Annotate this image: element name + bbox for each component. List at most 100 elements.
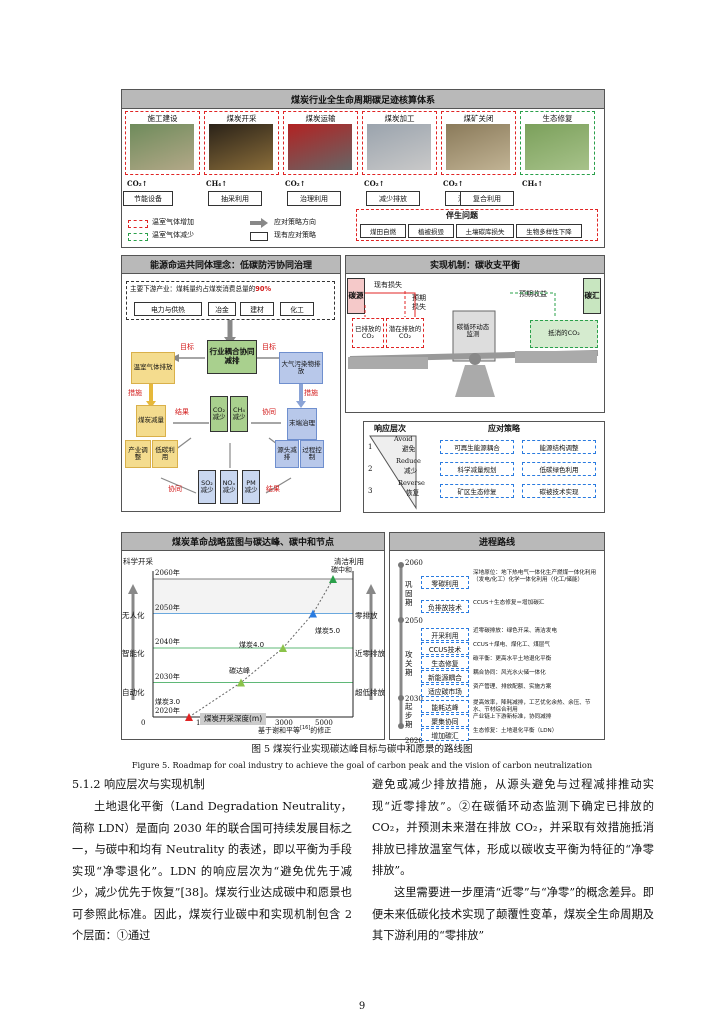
left-axis-arrowhead (128, 584, 138, 594)
left-axis-label: 无人化 (122, 610, 145, 620)
pm-reduce-box: PM减少 (242, 470, 260, 504)
route-year: 2050 (405, 617, 423, 625)
stage-photo (367, 124, 431, 170)
so2-reduce-box: SO₂减少 (198, 470, 216, 504)
point-label: 煤炭3.0 (155, 698, 181, 706)
route-note: 碳平衡：更高水平土地退化平衡 (473, 656, 552, 662)
stage-card-4: 煤炭加工 (362, 111, 437, 175)
process-control-box: 过程控制 (300, 440, 324, 468)
stage-label: 煤炭开采 (226, 114, 257, 123)
strategy-box: 抽采利用 (208, 191, 262, 206)
section-heading: 5.1.2 响应层次与实现机制 (72, 778, 205, 791)
strategy-item: 碳被技术实现 (522, 484, 596, 498)
side-issue-box: 植被损毁 (408, 224, 454, 238)
source-reduce-box: 源头减排 (275, 440, 299, 468)
roadmap-point-2050 (309, 609, 317, 618)
target-right: 目标 (262, 343, 276, 351)
route-year: 2030 (405, 695, 423, 703)
band-2050-2060 (153, 579, 353, 614)
downstream-note: 主要下游产业：煤耗量约占煤炭消费总量的90% (130, 285, 272, 293)
route-tag: 能耗达峰 (421, 700, 469, 713)
route-note: 耦合协同：风光水火储一体化 (473, 670, 546, 676)
route-tag: 适应碳市场 (421, 684, 469, 697)
emission-label: CO₂↑ (364, 179, 385, 188)
roadmap-point-2060 (329, 575, 337, 583)
stage-photo (446, 124, 510, 170)
lowcarbon-use-box: 低碳利用 (152, 440, 178, 468)
level-number: 3 (368, 487, 373, 495)
right-paragraph-2: 这里需要进一步厘清“近零”与“净零”的概念差异。即便未来低碳化技术实现了颠覆性变… (372, 886, 654, 942)
emitted-co2-box: 已排放的CO₂ (352, 318, 384, 348)
industry-box: 电力与供热 (134, 302, 202, 316)
route-note: 深地原位：地下热电气一体化生产燃煤一体化利用（发电/化工）化学一体化利用（化工/… (473, 570, 597, 583)
left-paragraph: 土地退化平衡（Land Degradation Neutrality，简称 LD… (72, 800, 352, 942)
synergy-mid: 协同 (262, 408, 276, 416)
route-tag: 增加碳汇 (421, 728, 469, 741)
level-number: 1 (368, 443, 373, 451)
potential-co2-box: 潜在排放的CO₂ (386, 318, 424, 348)
side-issues-box (356, 209, 598, 241)
mech-panel-title: 实现机制：碳收支平衡 (345, 255, 605, 274)
strategy-box: 复合利用 (460, 191, 514, 206)
coal-reduce-box: 煤炭减量 (136, 405, 166, 437)
right-paragraph-1: 避免或减少排放措施，从源头避免与过程减排推动实现“近零排放”。②在碳循环动态监测… (372, 778, 654, 877)
ghg-emission-box: 温室气体排放 (131, 352, 175, 384)
emission-label: CH₄↑ (206, 179, 228, 188)
chart-panel-title: 煤炭革命战略蓝图与碳达峰、碳中和节点 (121, 532, 385, 551)
route-phase: 攻关期 (405, 650, 413, 677)
right-top-label: 清洁利用 (334, 557, 364, 566)
measure-right: 措施 (304, 389, 318, 397)
stage-card-3: 煤炭运输 (283, 111, 358, 175)
strategy-box: 节能设备 (123, 191, 173, 206)
x-tick-label: 3000 (275, 719, 293, 727)
route-note: 生态修复：土地退化平衡（LDN） (473, 728, 558, 734)
balance-scale-drawing (348, 291, 599, 397)
point-label: 碳中和 (331, 566, 352, 574)
strategy-item: 矿区生态修复 (440, 484, 514, 498)
route-phase: 起步期 (405, 702, 413, 729)
left-top-label: 科学开采 (123, 557, 153, 566)
left-axis-label: 自动化 (122, 687, 145, 697)
measure-left: 措施 (128, 389, 142, 397)
chart-caption: 基于谢和平等[16]的修正 (258, 725, 332, 735)
strategy-item: 能源结构调整 (522, 440, 596, 454)
roadmap-point-2040 (279, 644, 287, 652)
strategy-item: 低碳绿色利用 (522, 462, 596, 476)
response-arrow-shape (369, 435, 417, 510)
route-tag: 聚集协同 (421, 714, 469, 727)
stage-photo (130, 124, 194, 170)
point-label: 煤炭5.0 (315, 626, 341, 635)
route-tag: 零碳利用 (421, 576, 469, 589)
route-tag: 负排放技术 (421, 600, 469, 613)
y-tick-label: 2030年 (155, 672, 180, 681)
expected-gain: 预期收益 (519, 290, 547, 298)
stage-card-5: 煤矿关闭 (441, 111, 516, 175)
route-panel-title: 进程路线 (389, 532, 605, 551)
center-coupling-box: 行业耦合协同减排 (207, 340, 257, 374)
route-tag: 生态修复 (421, 656, 469, 669)
target-left: 目标 (180, 343, 194, 351)
y-tick-label: 2060年 (155, 569, 180, 577)
figure-caption-en: Figure 5. Roadmap for coal industry to a… (131, 760, 593, 770)
left-panel-title: 能源命运共同体理念：低碳防污协同治理 (121, 255, 341, 274)
emission-label: CO₂↑ (285, 179, 306, 188)
expected-loss: 预期损失 (412, 294, 426, 312)
right-axis-label: 零排放 (355, 610, 378, 620)
y-tick-label: 2040年 (155, 638, 180, 646)
level-number: 2 (368, 465, 373, 473)
strategy-item: 可再生能源耦合 (440, 440, 514, 454)
route-year: 2020 (405, 737, 423, 745)
route-tag: 开采利用 (421, 628, 469, 641)
route-note: CCUS＋煤电、煤化工、煤层气 (473, 642, 550, 648)
stage-photo (288, 124, 352, 170)
industry-box: 化工 (280, 302, 314, 316)
chart-xlabel: 煤炭开采深度(m) (200, 713, 267, 725)
strategy-item: 科学减量规划 (440, 462, 514, 476)
synergy-bottom: 协同 (168, 485, 182, 493)
emission-label: CO₂↑ (443, 179, 464, 188)
x-origin-label: 0 (141, 719, 146, 727)
result-bottom: 结果 (266, 485, 280, 493)
strategy-title: 应对策略 (488, 424, 520, 433)
strategy-box: 减少排放 (366, 191, 420, 206)
level-cn: 减少 (404, 467, 418, 475)
